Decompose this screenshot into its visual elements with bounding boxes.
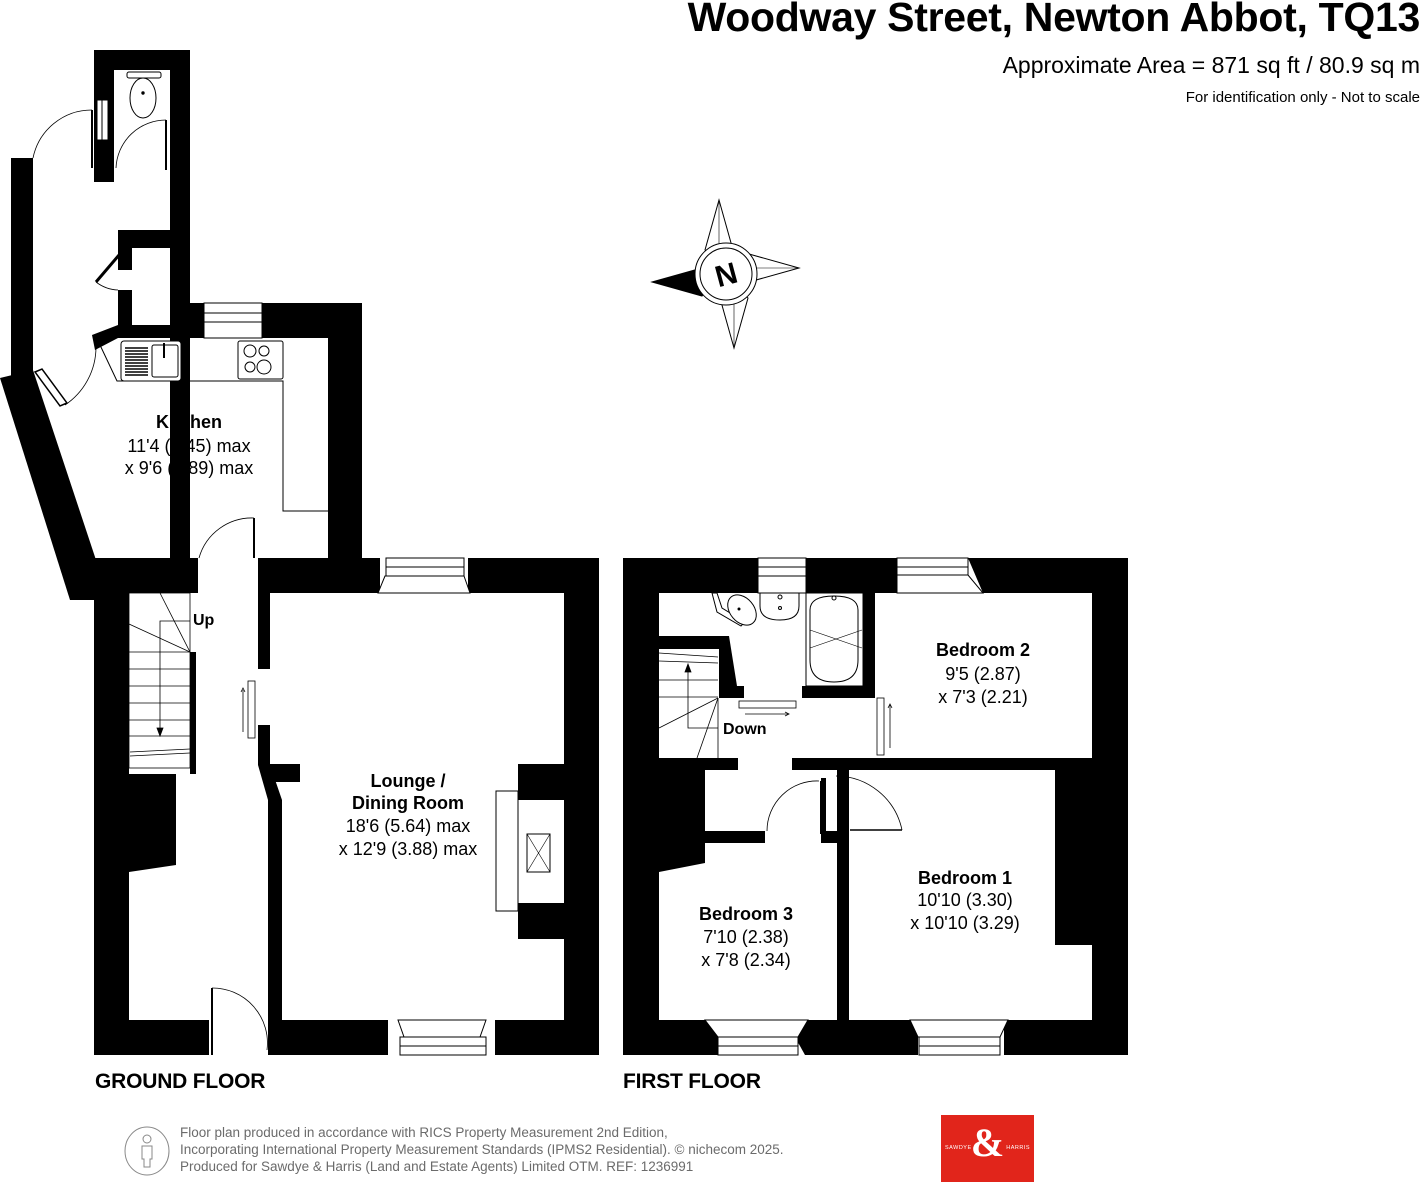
svg-text:7'10 (2.38): 7'10 (2.38) [703, 927, 789, 947]
brand-name-right: HARRIS [1006, 1145, 1030, 1151]
compass-north-icon: N [650, 198, 801, 350]
brand-name-left: SAWDYE [945, 1145, 972, 1151]
disclaimer: For identification only - Not to scale [1185, 89, 1420, 106]
footer-line-3: Produced for Sawdye & Harris (Land and E… [180, 1159, 694, 1174]
staircase-up [128, 592, 191, 769]
sliding-door [240, 680, 256, 739]
svg-text:x 9'6 (2.89) max: x 9'6 (2.89) max [125, 458, 254, 478]
svg-text:18'6 (5.64) max: 18'6 (5.64) max [346, 816, 471, 836]
svg-text:Bedroom 3: Bedroom 3 [699, 904, 793, 924]
toilet-icon [126, 71, 162, 119]
svg-text:x 10'10 (3.29): x 10'10 (3.29) [910, 913, 1020, 933]
page-title: Woodway Street, Newton Abbot, TQ13 [687, 0, 1421, 40]
sink-icon [120, 340, 182, 382]
svg-text:11'4 (3.45) max: 11'4 (3.45) max [127, 436, 250, 456]
first-floor-walls [623, 558, 1128, 1055]
door-swings [32, 109, 268, 1055]
stairs-down-label: Down [723, 721, 767, 738]
brand-logo: SAWDYE & HARRIS [941, 1115, 1034, 1182]
window [703, 557, 1009, 1056]
fireplace-icon [495, 790, 551, 912]
hob-icon [237, 340, 284, 380]
room-label-bedroom-3: Bedroom 3 7'10 (2.38) x 7'8 (2.34) [699, 904, 793, 970]
room-label-bedroom-2: Bedroom 2 9'5 (2.87) x 7'3 (2.21) [936, 640, 1030, 707]
room-label-lounge: Lounge / Dining Room 18'6 (5.64) max x 1… [339, 771, 478, 859]
bath-icon [805, 592, 864, 687]
svg-text:Kitchen: Kitchen [156, 412, 222, 432]
svg-text:Bedroom 1: Bedroom 1 [918, 868, 1012, 888]
svg-text:Dining Room: Dining Room [352, 793, 464, 813]
svg-text:Bedroom 2: Bedroom 2 [936, 640, 1030, 660]
ground-floor-label: GROUND FLOOR [95, 1070, 266, 1093]
svg-text:9'5 (2.87): 9'5 (2.87) [945, 664, 1020, 684]
sliding-door [738, 697, 893, 756]
svg-text:x 12'9 (3.88) max: x 12'9 (3.88) max [339, 839, 478, 859]
svg-text:Lounge /: Lounge / [371, 771, 446, 791]
footer-line-2: Incorporating International Property Mea… [180, 1142, 784, 1157]
footer-credits: Floor plan produced in accordance with R… [180, 1124, 784, 1175]
room-label-kitchen: Kitchen 11'4 (3.45) max x 9'6 (2.89) max [125, 412, 254, 478]
toilet-icon [711, 592, 757, 627]
svg-text:x 7'3 (2.21): x 7'3 (2.21) [938, 687, 1027, 707]
footer-line-1: Floor plan produced in accordance with R… [180, 1125, 668, 1140]
basin-icon [759, 592, 800, 621]
approximate-area: Approximate Area = 871 sq ft / 80.9 sq m [1002, 52, 1420, 78]
svg-text:x 7'8 (2.34): x 7'8 (2.34) [701, 950, 790, 970]
person-icon [124, 1126, 170, 1176]
kitchen-worktop [99, 344, 328, 512]
first-floor-label: FIRST FLOOR [623, 1070, 761, 1093]
door-swings [766, 775, 903, 834]
room-label-bedroom-1: Bedroom 1 10'10 (3.30) x 10'10 (3.29) [910, 868, 1020, 933]
staircase-down [658, 652, 719, 759]
svg-text:10'10 (3.30): 10'10 (3.30) [917, 890, 1013, 910]
window [96, 99, 487, 1056]
brand-ampersand: & [970, 1120, 1005, 1165]
ground-floor-walls [0, 50, 599, 1055]
stairs-up-label: Up [193, 612, 215, 629]
